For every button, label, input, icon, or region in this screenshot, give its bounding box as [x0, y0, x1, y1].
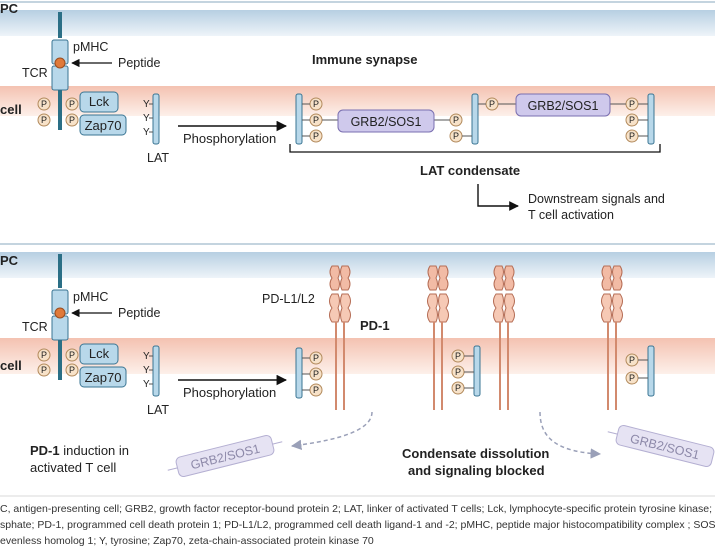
- pmhc-label-2: pMHC: [73, 290, 108, 304]
- svg-text:P: P: [313, 385, 319, 395]
- dissolution-line2: and signaling blocked: [408, 463, 545, 478]
- svg-text:P: P: [41, 365, 47, 375]
- lck-label-2: Lck: [89, 346, 110, 361]
- svg-text:P: P: [453, 131, 459, 141]
- svg-text:P: P: [455, 367, 461, 377]
- cell-label-2: cell: [0, 358, 22, 373]
- caption: C, antigen-presenting cell; GRB2, growth…: [0, 495, 715, 547]
- lat-condensate: [295, 93, 655, 145]
- svg-text:P: P: [313, 115, 319, 125]
- svg-text:P: P: [313, 99, 319, 109]
- cell-label: cell: [0, 102, 22, 117]
- svg-text:P: P: [41, 99, 47, 109]
- phosphorylation-label: Phosphorylation: [183, 131, 276, 146]
- apc-label-2: PC: [0, 253, 19, 268]
- downstream-arrow: [477, 184, 519, 211]
- peptide-label: Peptide: [118, 56, 160, 70]
- zap70-box: [79, 114, 127, 136]
- svg-text:P: P: [69, 365, 75, 375]
- svg-text:P: P: [629, 115, 635, 125]
- svg-text:P: P: [69, 99, 75, 109]
- apc-label: PC: [0, 1, 19, 16]
- downstream-line2: T cell activation: [528, 208, 614, 222]
- svg-text:Y: Y: [143, 379, 150, 390]
- lck-label: Lck: [89, 94, 110, 109]
- dissolution-line1: Condensate dissolution: [402, 446, 549, 461]
- pd1-label: PD-1: [360, 318, 390, 333]
- lat-label: LAT: [147, 151, 169, 165]
- synapse-label: Immune synapse: [312, 52, 418, 67]
- phosphorylation-label-2: Phosphorylation: [183, 385, 276, 400]
- downstream-line1: Downstream signals and: [528, 192, 665, 206]
- svg-text:P: P: [313, 353, 319, 363]
- apc-membrane-band: [0, 10, 715, 36]
- tcr-pmhc-complex: [51, 12, 69, 130]
- peptide-label-2: Peptide: [118, 306, 160, 320]
- dissociation-arrow-right: [539, 411, 602, 459]
- svg-text:P: P: [41, 350, 47, 360]
- dissociation-arrow-left: [290, 411, 373, 451]
- condensate-label: LAT condensate: [420, 163, 520, 178]
- induction-bold: PD-1: [30, 443, 60, 458]
- grb2-sos1-box-1: [337, 109, 435, 133]
- apc-membrane-band-2: [0, 252, 715, 278]
- svg-text:P: P: [629, 131, 635, 141]
- svg-text:P: P: [629, 355, 635, 365]
- svg-text:P: P: [41, 115, 47, 125]
- caption-line1: C, antigen-presenting cell; GRB2, growth…: [0, 503, 715, 515]
- tcr-pmhc-complex-2: [51, 254, 69, 380]
- svg-text:P: P: [629, 99, 635, 109]
- svg-text:P: P: [453, 115, 459, 125]
- svg-text:P: P: [313, 131, 319, 141]
- svg-text:P: P: [629, 373, 635, 383]
- tcr-label-2: TCR: [22, 320, 48, 334]
- lat-unphosphorylated: [149, 93, 160, 145]
- svg-text:P: P: [489, 99, 495, 109]
- grb2-sos1-box-2: [515, 93, 611, 117]
- svg-text:Y: Y: [143, 127, 150, 138]
- bottom-panel: PC cell pMHC TCR Peptide PP PP Lck Zap70: [0, 243, 715, 478]
- condensate-bracket: [289, 144, 661, 153]
- peptide-dot: [54, 57, 66, 69]
- lat-unphosphorylated-2: [149, 345, 160, 397]
- lck-box-2: [79, 343, 119, 365]
- grb2-label-1: GRB2/SOS1: [351, 115, 422, 129]
- svg-text:P: P: [69, 115, 75, 125]
- top-panel: PC cell pMHC TCR Peptide Immune synapse …: [0, 1, 715, 222]
- pdl-label: PD-L1/L2: [262, 292, 315, 306]
- svg-text:P: P: [455, 351, 461, 361]
- zap70-label-2: Zap70: [85, 370, 122, 385]
- svg-text:Y: Y: [143, 351, 150, 362]
- lck-box: [79, 91, 119, 113]
- caption-line3: evenless homolog 1; Y, tyrosine; Zap70, …: [0, 535, 374, 547]
- svg-text:P: P: [455, 383, 461, 393]
- svg-text:P: P: [313, 369, 319, 379]
- svg-text:Y: Y: [143, 113, 150, 124]
- peptide-dot-2: [54, 307, 66, 319]
- grb2-dissociated-left: GRB2/SOS1: [167, 435, 283, 477]
- svg-text:Y: Y: [143, 99, 150, 110]
- induction-line2: activated T cell: [30, 460, 116, 475]
- grb2-dissociated-right: GRB2/SOS1: [607, 425, 715, 467]
- zap70-label: Zap70: [85, 118, 122, 133]
- grb2-label-2: GRB2/SOS1: [528, 99, 599, 113]
- caption-line2: sphate; PD-1, programmed cell death prot…: [0, 519, 715, 531]
- lat-label-2: LAT: [147, 403, 169, 417]
- svg-text:PD-1 induction in: PD-1 induction in: [30, 443, 129, 458]
- pmhc-label: pMHC: [73, 40, 108, 54]
- svg-text:P: P: [69, 350, 75, 360]
- zap70-box-2: [79, 366, 127, 388]
- induction-rest: induction in: [60, 443, 129, 458]
- svg-text:Y: Y: [143, 365, 150, 376]
- lat-phosphorylated-dispersed: [295, 345, 655, 399]
- tcr-label: TCR: [22, 66, 48, 80]
